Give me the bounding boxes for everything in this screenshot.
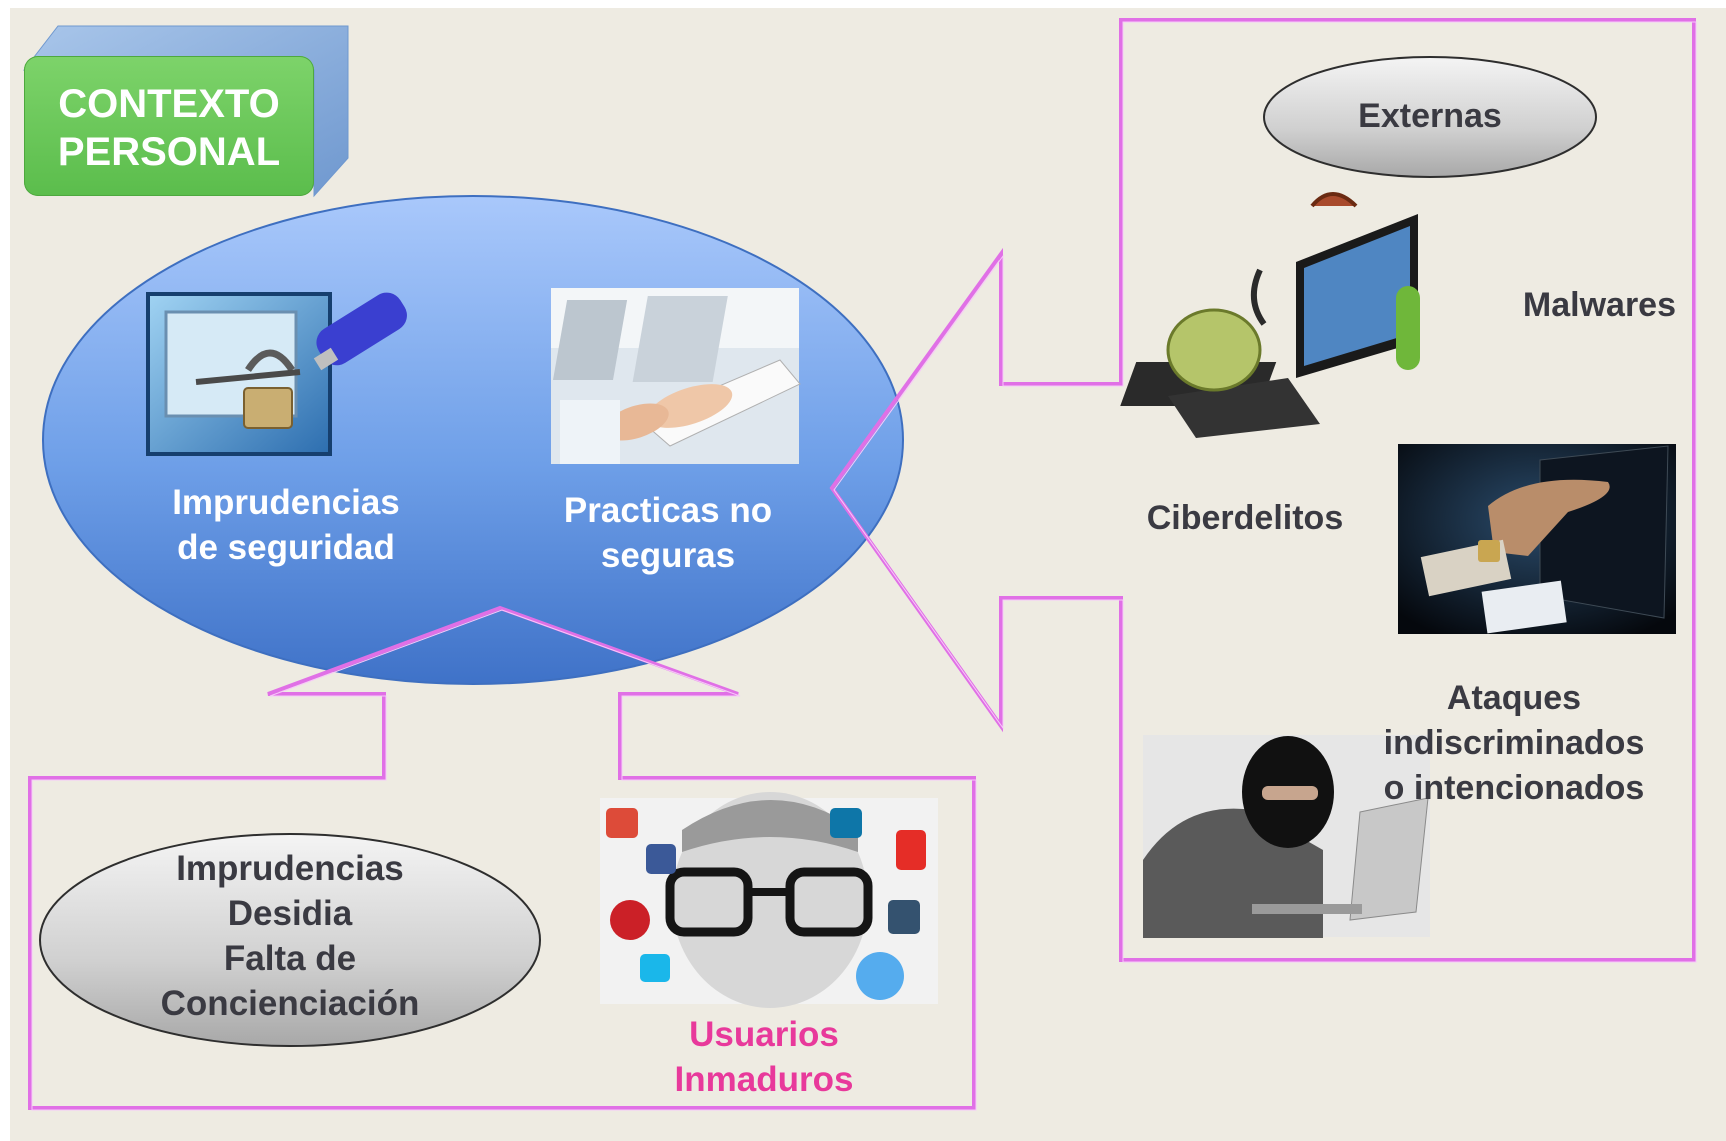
internal-causes-ellipse bbox=[39, 833, 541, 1047]
context-badge-label: CONTEXTO PERSONAL bbox=[57, 82, 281, 174]
social-media-kid-image bbox=[600, 792, 938, 1008]
hand-cybercrime-image bbox=[1398, 444, 1676, 634]
external-connector bbox=[829, 18, 1696, 962]
practicas-no-seguras-label: Practicas no seguras bbox=[563, 491, 773, 575]
padlock-monitor-usb-image bbox=[146, 292, 407, 456]
imprudencias-seguridad-label: Imprudencias de seguridad bbox=[172, 483, 400, 567]
typing-keyboard-image bbox=[551, 288, 801, 464]
internal-connector bbox=[28, 605, 976, 1110]
externas-label: Externas bbox=[1358, 97, 1502, 135]
externas-ellipse bbox=[1263, 56, 1597, 178]
ataques-label: Ataques indiscriminados o intencionados bbox=[1383, 679, 1645, 807]
internal-causes-label: Imprudencias Desidia Falta de Conciencia… bbox=[160, 849, 420, 1023]
usuarios-inmaduros-label: Usuarios Inmaduros bbox=[674, 1015, 854, 1099]
malware-computer-image bbox=[1120, 192, 1420, 438]
context-badge: CONTEXTO PERSONAL bbox=[24, 56, 314, 196]
ciberdelitos-label: Ciberdelitos bbox=[1146, 499, 1344, 537]
malwares-label: Malwares bbox=[1522, 286, 1676, 324]
masked-hacker-image bbox=[1143, 735, 1430, 938]
